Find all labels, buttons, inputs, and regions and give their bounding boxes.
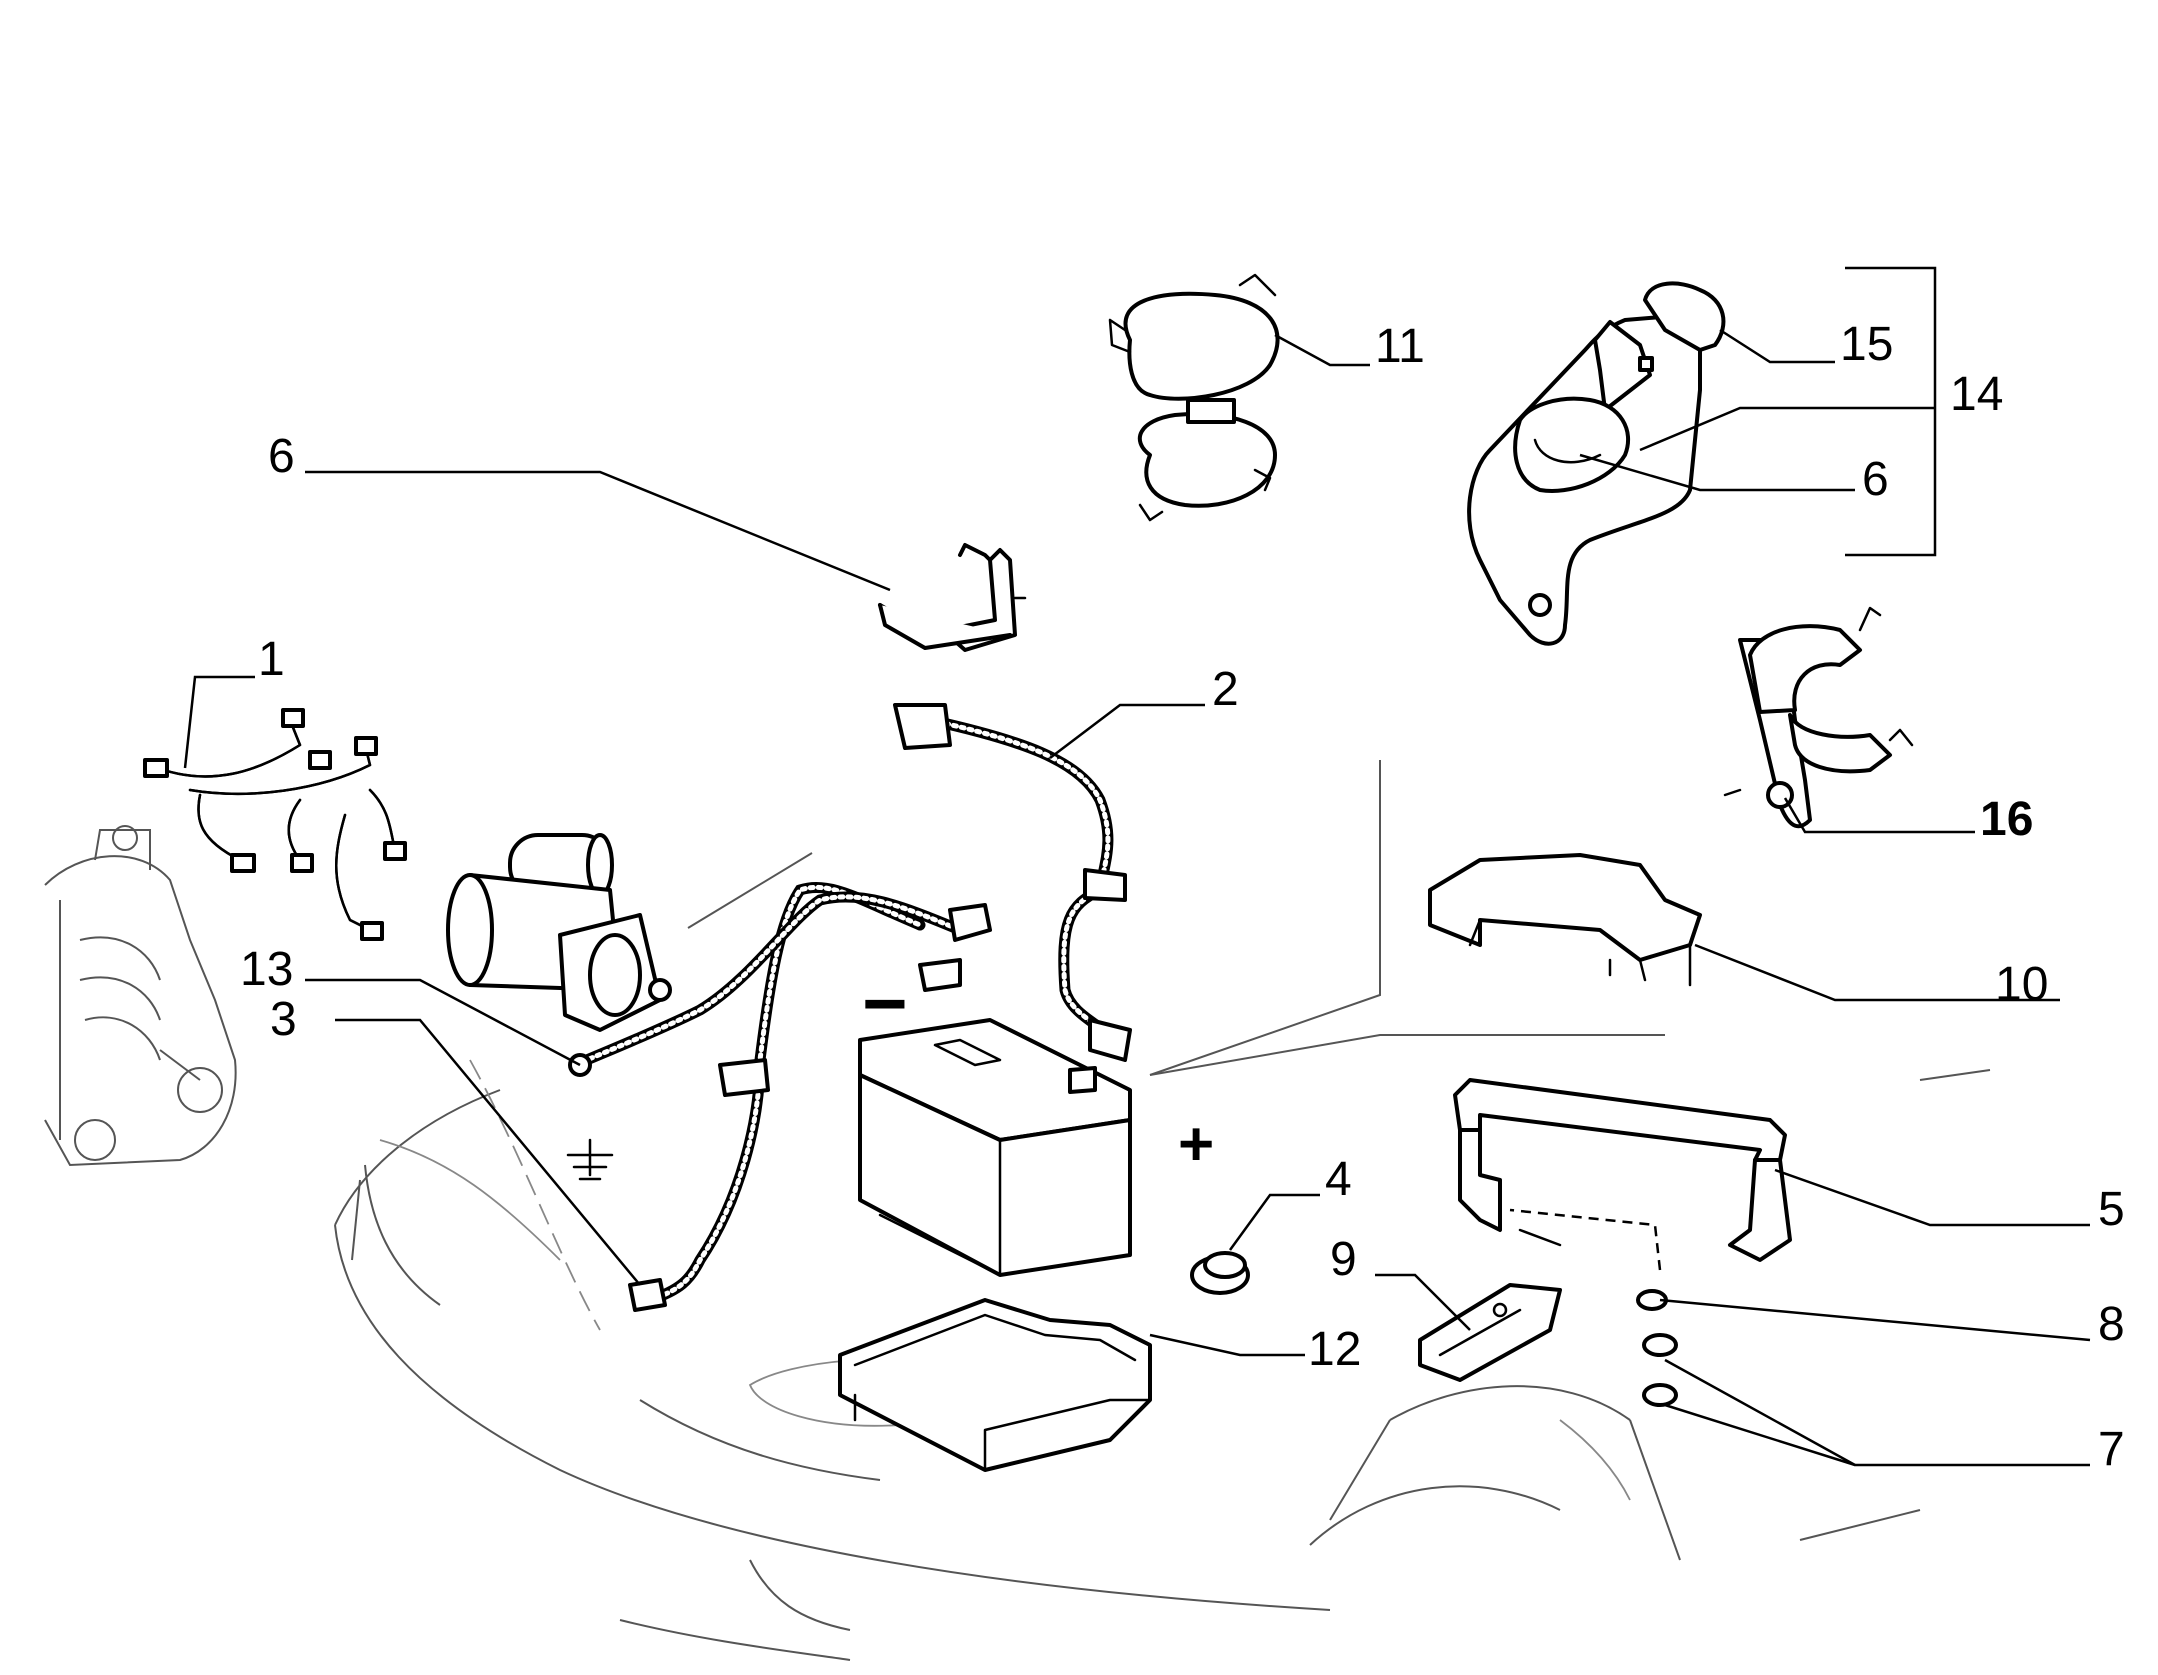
callout-5: 5	[2098, 1183, 2125, 1236]
callout-15: 15	[1840, 318, 1893, 371]
part-battery-tray-12	[838, 1298, 1152, 1472]
part-clamp-6	[878, 543, 1027, 652]
callout-14: 14	[1950, 368, 2003, 421]
part-double-clamp-11	[1108, 273, 1280, 522]
car-body-outline	[334, 760, 1991, 1661]
part-spacers-7	[1642, 1333, 1678, 1407]
callout-6-right: 6	[1862, 453, 1889, 506]
part-starter-motor	[446, 833, 672, 1032]
callout-1: 1	[258, 633, 285, 686]
callout-2: 2	[1212, 663, 1239, 716]
callout-6-left: 6	[268, 430, 295, 483]
part-holddown-bracket-5	[1453, 1078, 1792, 1262]
callout-9: 9	[1330, 1233, 1357, 1286]
callout-12: 12	[1308, 1323, 1361, 1376]
part-terminal-assembly-14	[1467, 281, 1726, 646]
callout-11: 11	[1375, 320, 1425, 373]
callout-13: 13	[240, 943, 293, 996]
callout-7: 7	[2098, 1423, 2125, 1476]
bracket-group-14	[1845, 266, 1937, 557]
part-nut-4	[1190, 1251, 1250, 1295]
part-cover-10	[1428, 853, 1702, 987]
callout-8: 8	[2098, 1298, 2125, 1351]
alternator-background	[44, 825, 237, 1167]
callout-16: 16	[1980, 793, 2033, 846]
positive-terminal-symbol: +	[1178, 1110, 1214, 1179]
leader-lines	[183, 328, 2091, 1467]
callout-4: 4	[1325, 1153, 1352, 1206]
callout-10: 10	[1995, 958, 2048, 1011]
callout-3: 3	[270, 993, 297, 1046]
part-cable-2	[893, 703, 1132, 1062]
part-wedge-9	[1418, 1283, 1562, 1382]
negative-terminal-symbol: −	[862, 959, 908, 1047]
part-clamp-16	[1723, 606, 1914, 829]
part-battery	[858, 1018, 1132, 1277]
part-ground-cable-3	[566, 881, 992, 1312]
part-wiring-harness	[143, 708, 407, 941]
